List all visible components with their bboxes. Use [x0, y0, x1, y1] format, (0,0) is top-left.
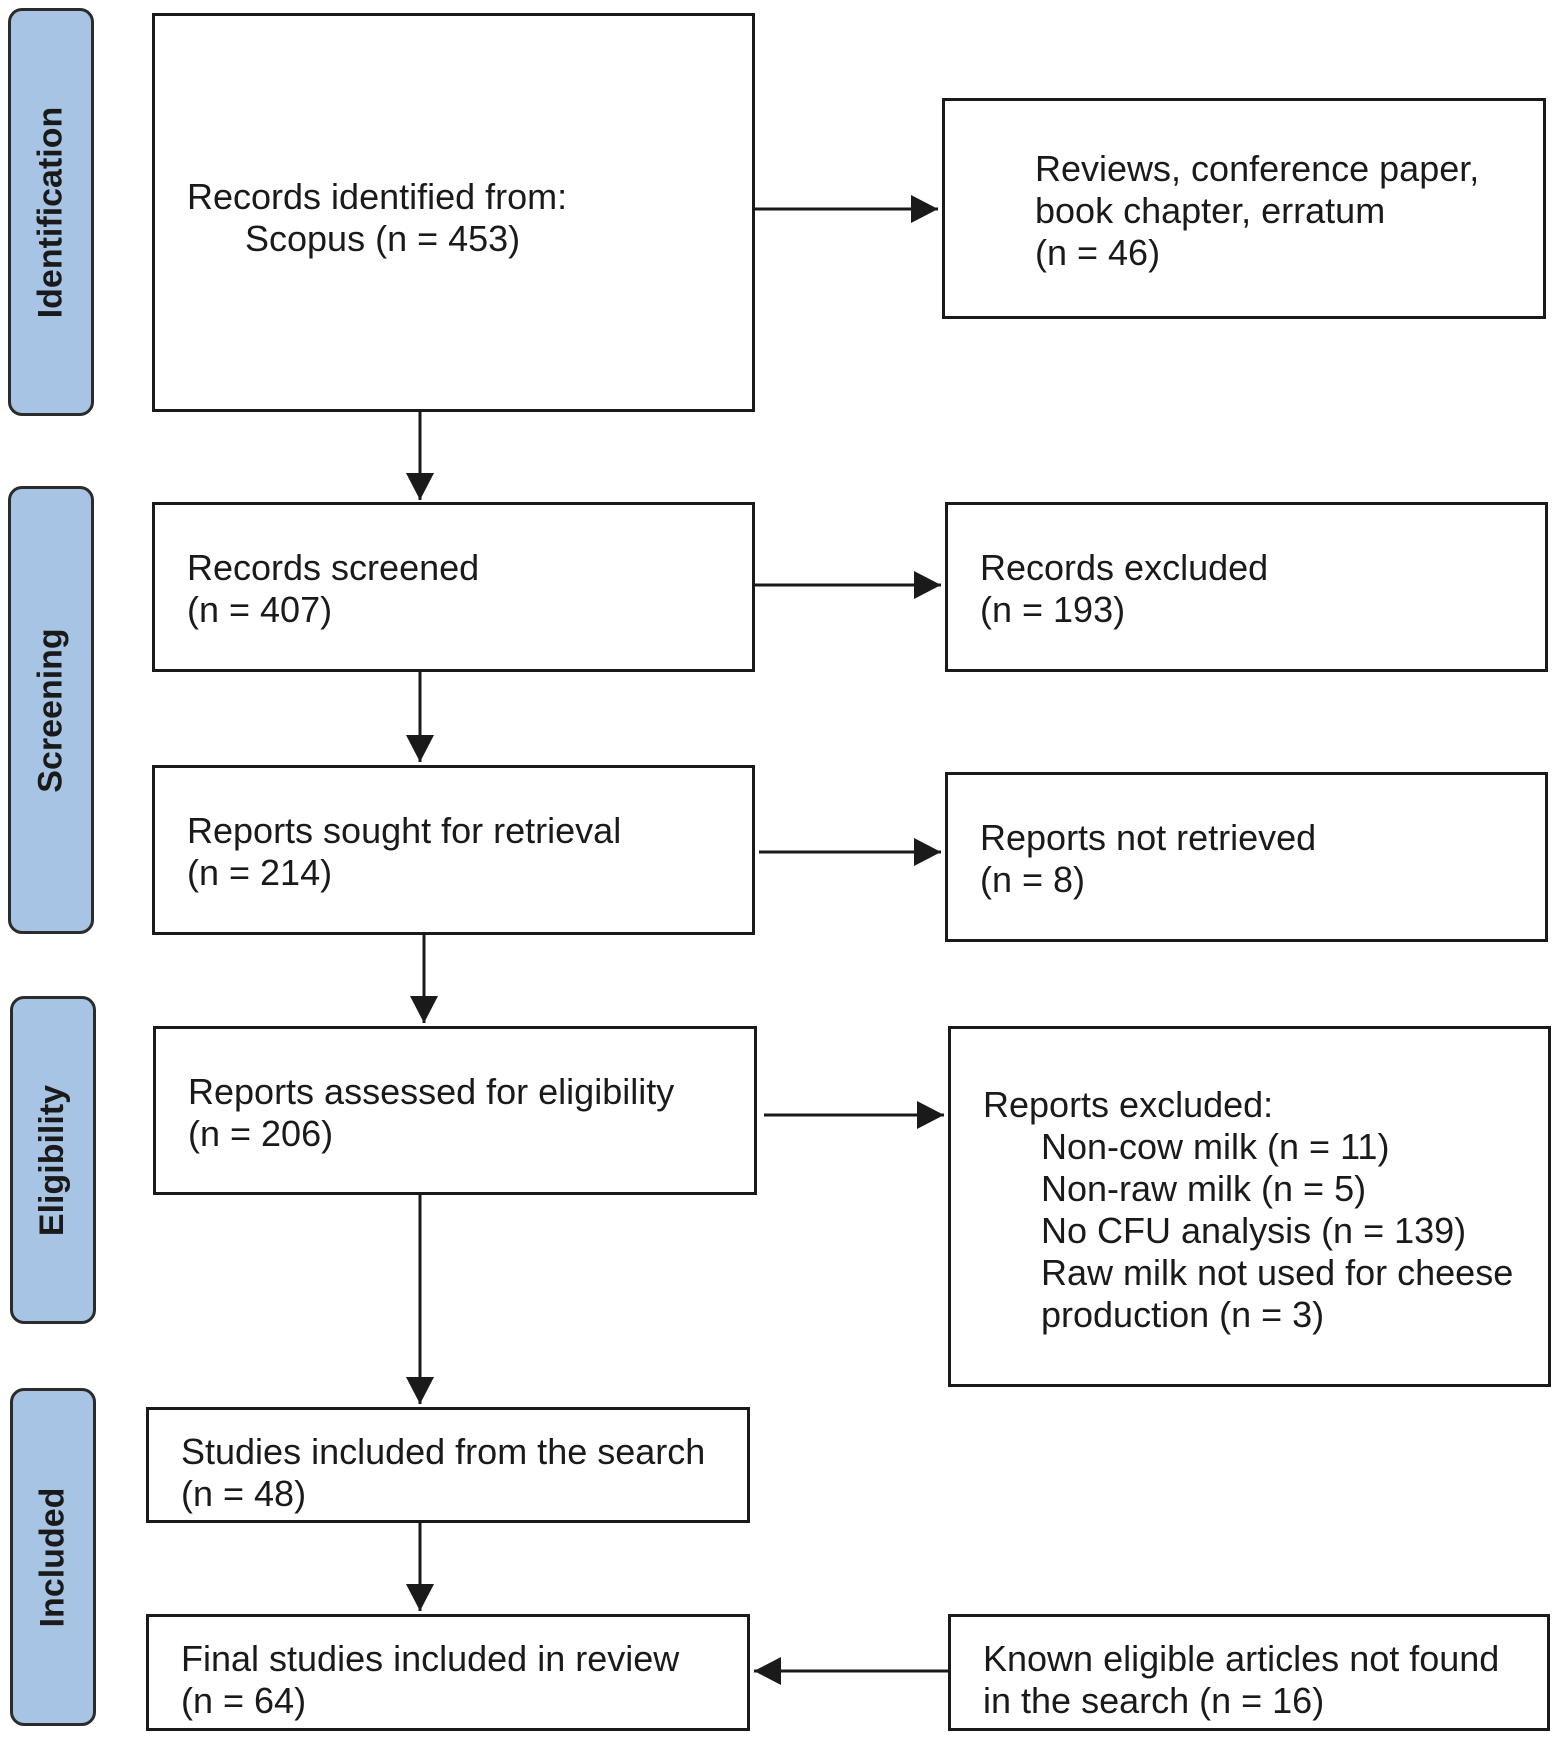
- arrowhead-4: [406, 1377, 434, 1404]
- records-excluded-text: Records excluded: [980, 547, 1269, 588]
- records-excluded-box: Records excluded (n = 193): [945, 502, 1548, 672]
- final-studies-text: Final studies included in review: [181, 1638, 680, 1679]
- reports-excluded-item-rawmilk-a: Raw milk not used for cheese: [1041, 1252, 1514, 1293]
- arrowhead-5: [406, 1584, 434, 1611]
- final-studies-box: Final studies included in review (n = 64…: [146, 1614, 750, 1731]
- phase-identification: Identification: [8, 8, 94, 416]
- arrowhead-10: [754, 1657, 781, 1685]
- records-identified-text: Records identified from:: [187, 176, 568, 217]
- reports-excluded-item-noncow: Non-cow milk (n = 11): [1041, 1126, 1390, 1167]
- arrowhead-1: [406, 473, 434, 500]
- reports-excluded-title: Reports excluded:: [983, 1084, 1274, 1125]
- reports-not-retrieved-box: Reports not retrieved (n = 8): [945, 772, 1548, 942]
- reviews-excluded-count: (n = 46): [1035, 232, 1161, 273]
- known-eligible-text: Known eligible articles not found: [983, 1638, 1500, 1679]
- known-eligible-box: Known eligible articles not found in the…: [948, 1614, 1550, 1731]
- reports-excluded-item-nocfu: No CFU analysis (n = 139): [1041, 1210, 1467, 1251]
- reports-excluded-item-nonraw: Non-raw milk (n = 5): [1041, 1168, 1367, 1209]
- phase-included: Included: [10, 1388, 96, 1726]
- studies-included-text: Studies included from the search: [181, 1431, 706, 1472]
- arrowhead-6: [911, 195, 938, 223]
- phase-screening: Screening: [8, 486, 94, 934]
- reports-sought-count: (n = 214): [187, 852, 333, 893]
- studies-included-count: (n = 48): [181, 1473, 307, 1514]
- reports-assessed-box: Reports assessed for eligibility (n = 20…: [153, 1026, 757, 1195]
- reports-sought-text: Reports sought for retrieval: [187, 810, 622, 851]
- reports-sought-box: Reports sought for retrieval (n = 214): [152, 765, 755, 935]
- studies-included-box: Studies included from the search (n = 48…: [146, 1407, 750, 1523]
- arrowhead-8: [914, 838, 941, 866]
- records-excluded-count: (n = 193): [980, 589, 1126, 630]
- reports-assessed-text: Reports assessed for eligibility: [188, 1071, 675, 1112]
- arrowhead-3: [410, 996, 438, 1023]
- records-screened-count: (n = 407): [187, 589, 333, 630]
- reports-not-retrieved-text: Reports not retrieved: [980, 817, 1317, 858]
- reviews-excluded-line2: book chapter, erratum: [1035, 190, 1386, 231]
- records-identified-box: Records identified from: Scopus (n = 453…: [152, 13, 755, 412]
- reviews-excluded-line1: Reviews, conference paper,: [1035, 148, 1480, 189]
- final-studies-count: (n = 64): [181, 1680, 307, 1721]
- reviews-excluded-box: Reviews, conference paper, book chapter,…: [942, 98, 1546, 319]
- reports-assessed-count: (n = 206): [188, 1113, 334, 1154]
- arrowhead-2: [406, 735, 434, 762]
- phase-eligibility: Eligibility: [10, 996, 96, 1324]
- known-eligible-count: in the search (n = 16): [983, 1680, 1325, 1721]
- records-screened-text: Records screened: [187, 547, 480, 588]
- arrowhead-7: [914, 571, 941, 599]
- records-screened-box: Records screened (n = 407): [152, 502, 755, 672]
- arrowhead-9: [917, 1101, 944, 1129]
- reports-excluded-box: Reports excluded: Non-cow milk (n = 11) …: [948, 1026, 1551, 1387]
- reports-excluded-item-rawmilk-b: production (n = 3): [1041, 1294, 1325, 1335]
- records-identified-count: Scopus (n = 453): [245, 218, 521, 259]
- reports-not-retrieved-count: (n = 8): [980, 859, 1086, 900]
